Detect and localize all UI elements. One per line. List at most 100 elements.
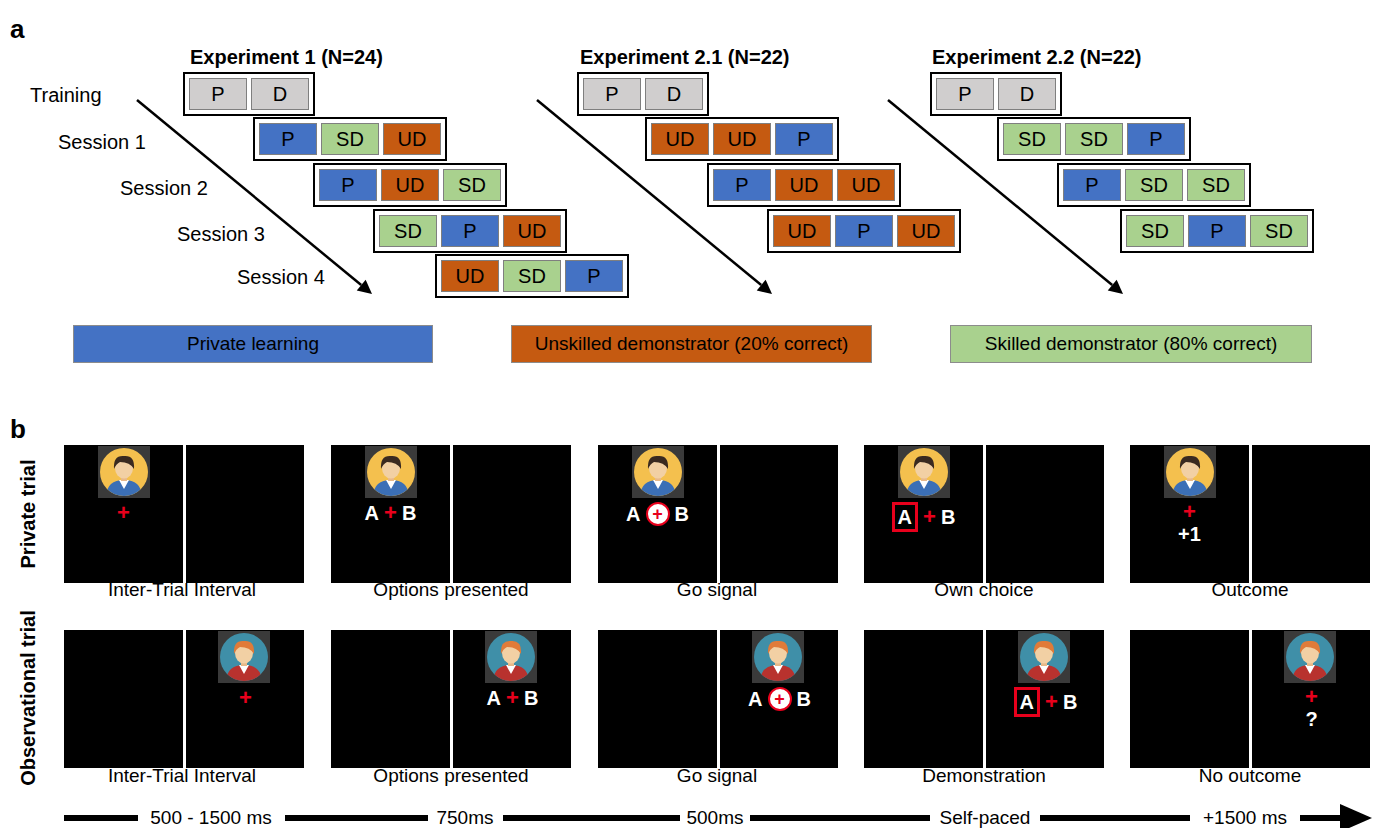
condition-code: P [605,83,618,106]
screen-divider [717,445,720,583]
condition-box: SD [1003,123,1061,155]
trial-screen: A+B [598,445,838,583]
screen-content: A+B [598,502,717,526]
avatar-icon [218,631,270,683]
screen-caption: Outcome [1211,579,1288,601]
condition-box: UD [381,169,439,201]
condition-code: UD [852,174,881,197]
screen-caption: Options presented [373,579,528,601]
condition-code: P [1149,128,1162,151]
avatar-icon [485,631,537,683]
condition-box: D [251,78,309,110]
condition-code: UD [398,128,427,151]
trial-screen: A+B [864,630,1104,768]
panel-letter: b [10,415,26,445]
condition-box: UD [775,169,833,201]
trial-type-label: Observational trial [17,610,40,786]
avatar-icon [1164,446,1216,498]
condition-box: P [775,123,833,155]
avatar-hair [768,641,788,654]
timing-label: 500 - 1500 ms [147,807,274,828]
condition-box: P [259,123,317,155]
fixation-cross: + [1305,686,1318,708]
condition-code: P [463,220,476,243]
screen-content: + [64,502,183,524]
trial-screen: A+B [598,630,838,768]
screen-divider [450,445,453,583]
screen-content: ++1 [1130,501,1249,545]
condition-box: P [713,169,771,201]
row-label: Training [30,84,102,107]
trial-screen: A+B [331,445,571,583]
screen-text: A [1014,687,1040,717]
avatar-shirt [493,665,529,683]
condition-code: UD [790,174,819,197]
condition-box: P [441,215,499,247]
condition-code: SD [394,220,422,243]
screen-text: A [626,503,640,525]
screen-text: A [748,688,762,710]
avatar-backdrop [1284,631,1336,683]
avatar-hair [914,456,934,469]
screen-content: A+B [331,502,450,524]
avatar-backdrop [1164,446,1216,498]
condition-box: UD [897,215,955,247]
screen-text: ? [1305,708,1317,730]
screen-text: +1 [1178,523,1201,545]
avatar-icon [1284,631,1336,683]
screen-caption: No outcome [1199,765,1301,787]
avatar-disc [487,633,535,681]
fixation-cross: + [506,687,519,709]
condition-box: SD [1250,215,1308,247]
avatar-icon [98,446,150,498]
avatar-collar [239,665,249,674]
session-frame: SD P UD [373,209,567,253]
condition-box: P [936,78,994,110]
trial-type-label: Private trial [17,460,40,569]
legend-text: Skilled demonstrator (80% correct) [985,333,1278,355]
condition-box: UD [383,123,441,155]
trial-screen: A+B [864,445,1104,583]
avatar-hair [381,456,401,469]
avatar-disc [1286,633,1334,681]
avatar-disc [1020,633,1068,681]
session-frame: PSDSD [1057,163,1251,207]
condition-code: P [341,174,354,197]
condition-box: P [1188,215,1246,247]
row-label: Session 4 [237,266,325,289]
avatar-backdrop [485,631,537,683]
avatar-backdrop [632,446,684,498]
timing-label: Self-paced [937,807,1034,828]
avatar-icon [898,446,950,498]
condition-box: P [319,169,377,201]
condition-box: P [565,260,623,292]
condition-box: D [645,78,703,110]
condition-code: SD [1141,220,1169,243]
fixation-cross: + [117,502,130,524]
avatar-collar [1185,480,1195,489]
session-frame: PSDUD [253,117,447,161]
session-frame: SDPSD [1120,209,1314,253]
avatar-collar [386,480,396,489]
avatar-collar [1305,665,1315,674]
avatar-collar [119,480,129,489]
experiment-title: Experiment 2.1 (N=22) [580,46,790,69]
avatar-backdrop [752,631,804,683]
condition-code: P [281,128,294,151]
screen-content: A+B [864,502,983,532]
arrow-head [357,280,372,294]
screen-caption: Demonstration [922,765,1046,787]
condition-box: UD [503,215,561,247]
screen-text: B [941,506,955,528]
condition-code: SD [518,265,546,288]
session-frame: PD [577,72,709,116]
avatar-backdrop [365,446,417,498]
avatar-shirt [373,480,409,498]
condition-code: P [587,265,600,288]
avatar-shirt [1292,665,1328,683]
condition-code: UD [666,128,695,151]
avatar-icon [632,446,684,498]
avatar-shirt [226,665,262,683]
avatar-disc [367,448,415,496]
